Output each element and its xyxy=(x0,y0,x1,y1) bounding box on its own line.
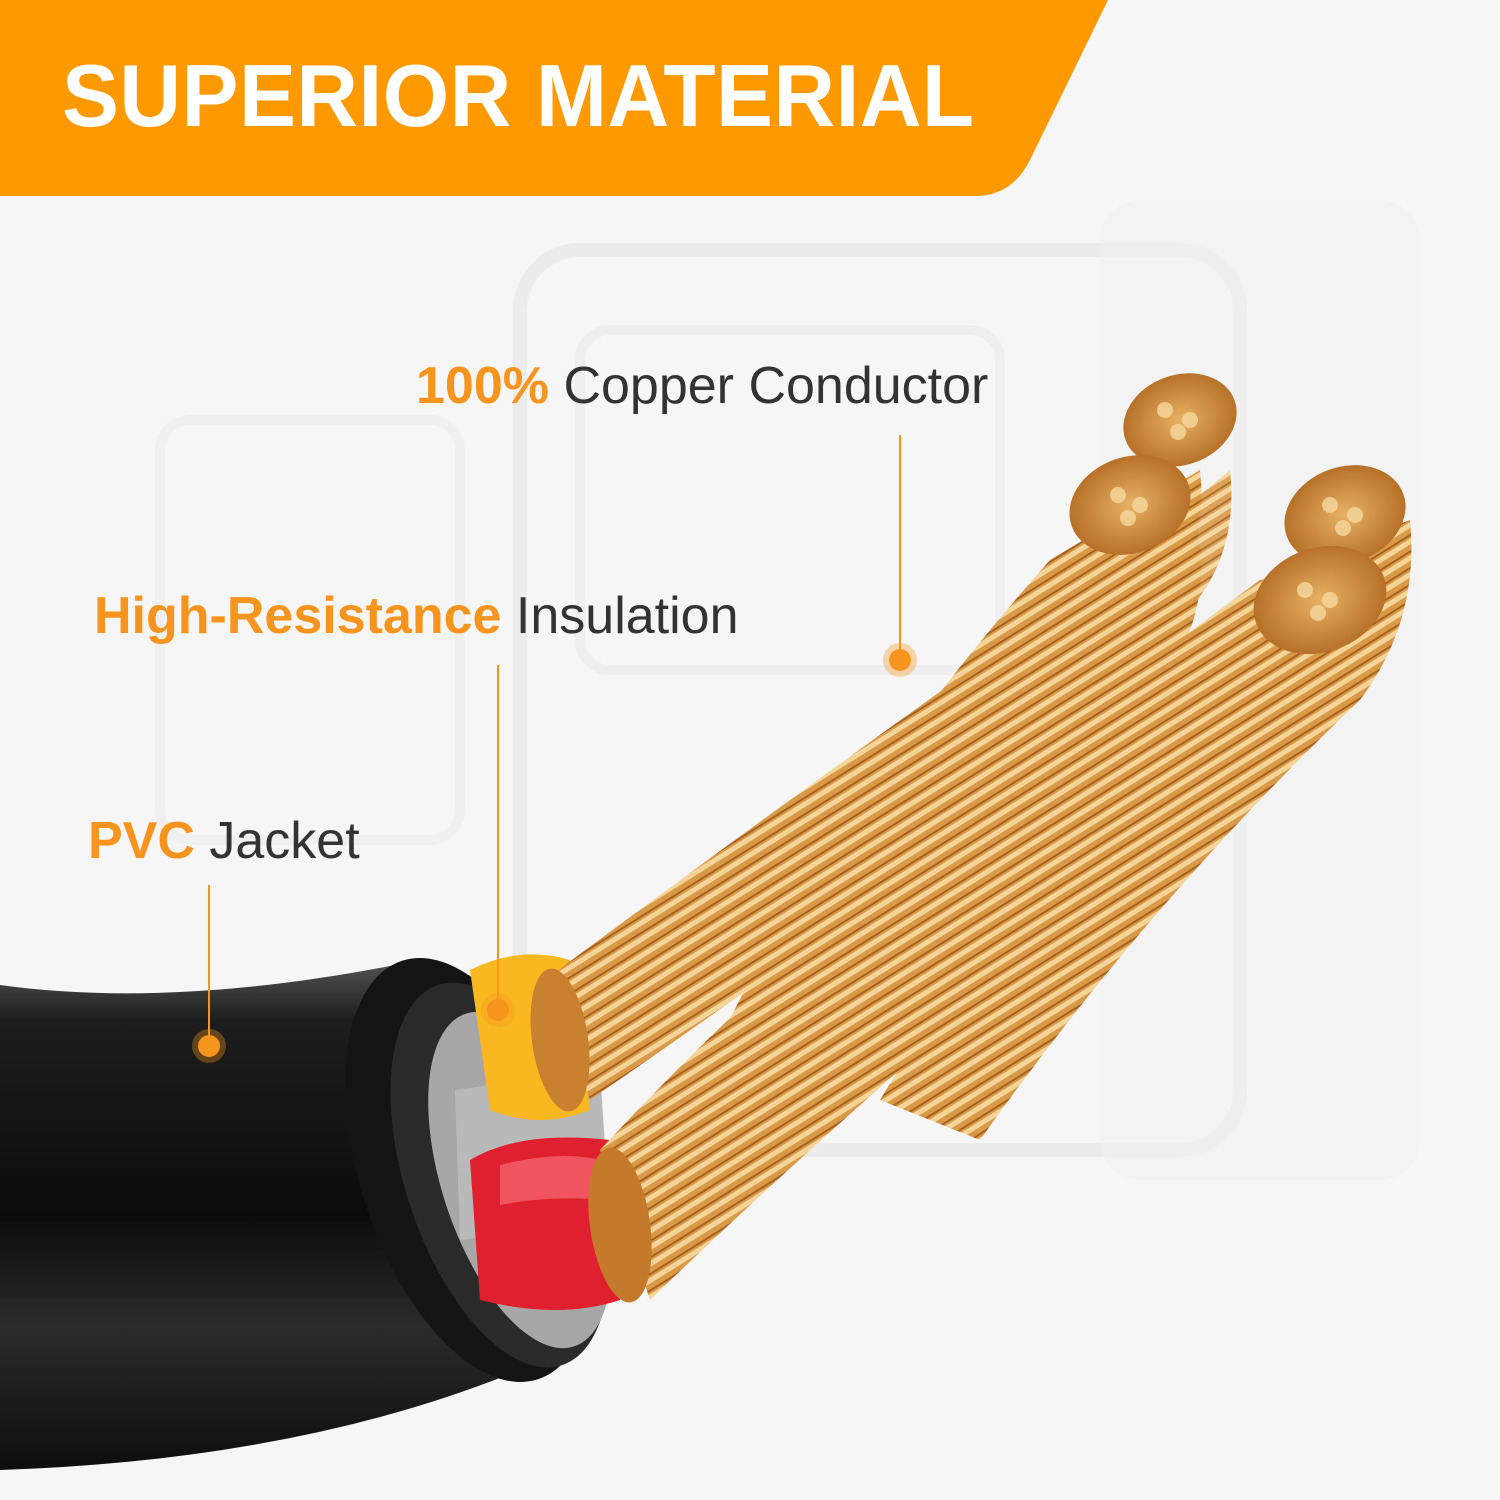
callout-highlight: High-Resistance xyxy=(94,587,502,645)
title-banner: SUPERIOR MATERIAL xyxy=(0,0,1110,196)
marker-dot-insulation xyxy=(487,999,509,1021)
callout-highlight: PVC xyxy=(88,812,195,870)
banner-shape xyxy=(0,0,1108,196)
callout-highlight: 100% xyxy=(416,357,549,415)
marker-dot-copper xyxy=(889,649,911,671)
callout-copper-conductor: 100% Copper Conductor xyxy=(416,360,988,412)
leader-line-insulation xyxy=(497,665,499,1005)
callout-pvc-jacket: PVC Jacket xyxy=(88,815,360,867)
marker-dot-pvc xyxy=(198,1035,220,1057)
leader-line-copper xyxy=(899,435,901,660)
callout-text: Copper Conductor xyxy=(563,357,989,415)
leader-line-pvc xyxy=(208,885,210,1045)
callout-text: Jacket xyxy=(209,812,360,870)
banner-title: SUPERIOR MATERIAL xyxy=(62,46,975,145)
callout-insulation: High-Resistance Insulation xyxy=(94,590,739,642)
callout-text: Insulation xyxy=(515,587,739,645)
